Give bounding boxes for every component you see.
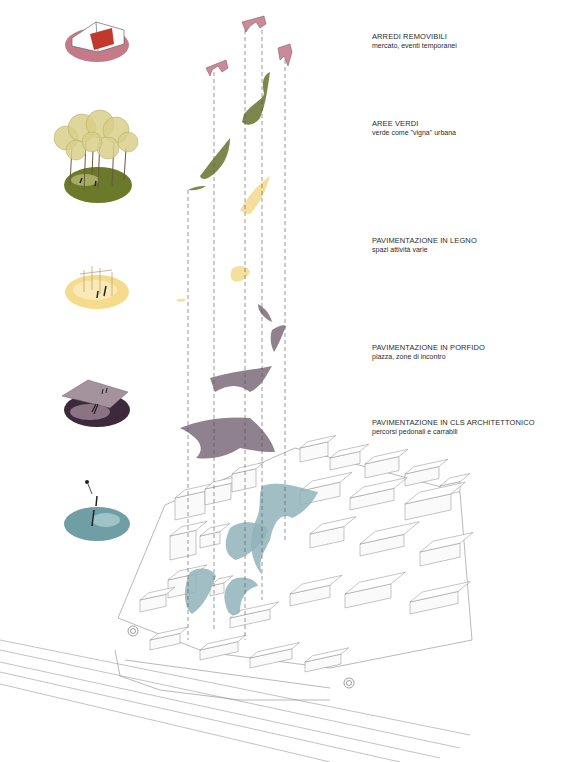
- icon-furniture: [65, 22, 129, 62]
- building-block: [410, 582, 470, 614]
- building-block: [150, 627, 188, 650]
- building-block: [330, 444, 369, 470]
- building-block: [305, 648, 349, 672]
- cls-paving: [185, 484, 318, 615]
- building-block: [200, 524, 230, 549]
- railway-lines: [0, 640, 470, 762]
- icon-cls: [64, 480, 130, 541]
- building-block: [250, 642, 300, 668]
- layer-title: PAVIMENTAZIONE IN LEGNO: [372, 236, 477, 245]
- station-outline: [115, 650, 330, 700]
- projection-lines: [188, 30, 285, 640]
- layer-description: verde come "vigna" urbana: [372, 129, 456, 136]
- building-block: [350, 478, 407, 510]
- layer-title: ARREDI REMOVIBILI: [372, 32, 447, 41]
- layer-description: piazza, zone di incontro: [372, 353, 446, 360]
- icon-porphyry: [62, 380, 130, 427]
- layer-description: spazi attività varie: [372, 246, 428, 253]
- building-block: [140, 587, 175, 612]
- building-block: [232, 462, 264, 492]
- city-blocks: [115, 436, 473, 700]
- building-block: [405, 482, 465, 520]
- wood-paving: [176, 176, 270, 302]
- layer-description: percorsi pedonali e carrabili: [372, 428, 458, 435]
- building-block: [365, 449, 408, 478]
- porphyry-paving: [180, 304, 286, 459]
- icon-wood: [65, 266, 129, 309]
- icon-trees: [54, 110, 138, 203]
- removable-furniture: [206, 16, 292, 76]
- layer-title: AREE VERDI: [372, 119, 418, 128]
- building-block: [290, 575, 342, 606]
- layer-title: PAVIMENTAZIONE IN CLS ARCHITETTONICO: [372, 418, 535, 427]
- building-block: [345, 572, 405, 608]
- city-outline: [118, 448, 472, 668]
- green-areas: [188, 72, 270, 190]
- building-block: [405, 459, 448, 486]
- layer-description: mercato, eventi temporanei: [372, 42, 457, 49]
- building-block: [200, 635, 246, 660]
- building-block: [360, 522, 419, 556]
- layer-title: PAVIMENTAZIONE IN PORFIDO: [372, 343, 485, 352]
- building-block: [310, 517, 356, 548]
- building-block: [420, 532, 473, 566]
